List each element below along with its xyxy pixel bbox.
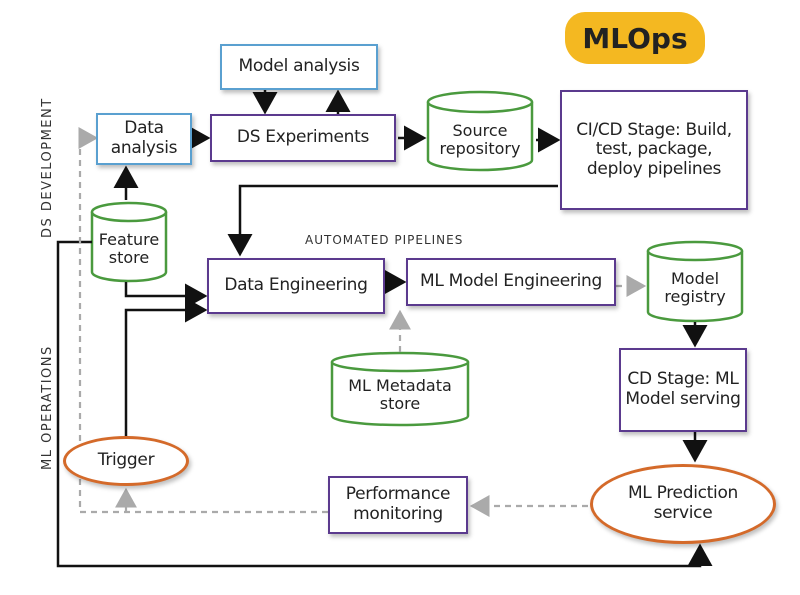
automated-pipelines-label: AUTOMATED PIPELINES [305, 233, 464, 247]
page-title: MLOps [582, 21, 688, 55]
cicd-stage-label: CI/CD Stage: Build, test, package, deplo… [576, 119, 732, 179]
ds-development-label: DS DEVELOPMENT [40, 97, 55, 238]
data-engineering-label: Data Engineering [224, 275, 368, 296]
performance-monitoring-node: Performance monitoring [328, 476, 468, 534]
cicd-stage-node: CI/CD Stage: Build, test, package, deplo… [560, 90, 748, 210]
ml-prediction-service-label: ML Prediction service [627, 483, 739, 523]
trigger-node: Trigger [63, 436, 189, 486]
source-repository-label: Source repository [439, 121, 521, 158]
data-engineering-node: Data Engineering [207, 258, 385, 314]
model-analysis-node: Model analysis [220, 44, 378, 90]
ml-metadata-store-label: ML Metadata store [348, 376, 452, 413]
model-registry-cylinder [646, 240, 744, 323]
ml-model-engineering-label: ML Model Engineering [420, 271, 602, 292]
ds-experiments-node: DS Experiments [210, 114, 396, 162]
cd-stage-node: CD Stage: ML Model serving [619, 348, 747, 432]
data-analysis-node: Data analysis [96, 113, 192, 165]
ml-metadata-store-cylinder [330, 351, 470, 427]
arrow-cicd-to-data-engineering [227, 184, 558, 257]
model-registry-label: Model registry [664, 269, 726, 306]
ml-model-engineering-node: ML Model Engineering [406, 258, 616, 306]
performance-monitoring-label: Performance monitoring [345, 484, 451, 524]
arrow-performance-to-data-analysis [78, 127, 328, 514]
ml-operations-label: ML OPERATIONS [40, 345, 55, 470]
arrow-feature-store-to-data-engineering [124, 282, 208, 309]
feature-store-label: Feature store [98, 230, 160, 267]
feature-store-cylinder [90, 201, 168, 283]
arrow-feature-store-to-prediction-service [56, 240, 713, 568]
source-repository-cylinder [426, 90, 534, 172]
data-analysis-label: Data analysis [110, 118, 178, 158]
ml-prediction-service-node: ML Prediction service [590, 464, 776, 544]
mlops-title-badge: MLOps [565, 12, 705, 64]
model-analysis-label: Model analysis [238, 56, 360, 77]
trigger-label: Trigger [97, 450, 155, 471]
ds-experiments-label: DS Experiments [236, 127, 370, 148]
cd-stage-label: CD Stage: ML Model serving [625, 369, 741, 409]
arrow-trigger-to-data-engineering [124, 297, 208, 438]
